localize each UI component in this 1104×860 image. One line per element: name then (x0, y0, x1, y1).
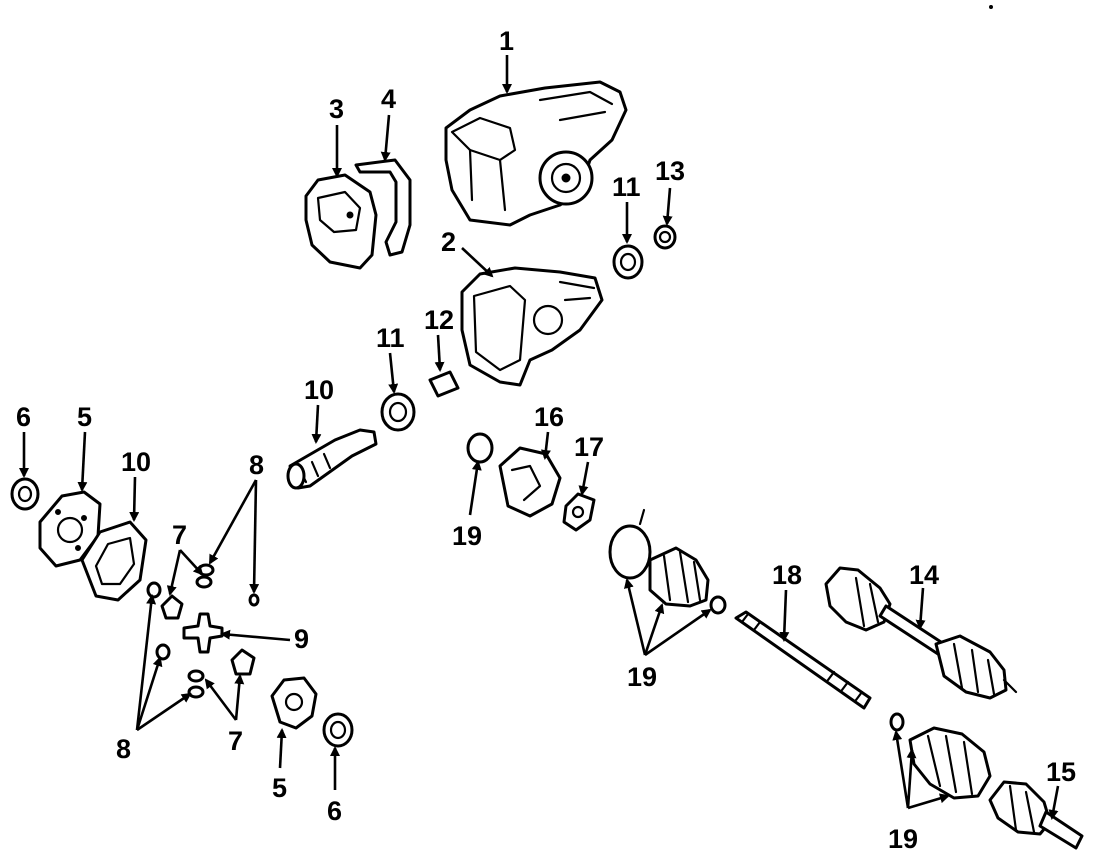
callout-labels: 1 2 3 4 11 13 11 12 10 6 5 10 8 7 9 8 7 … (16, 26, 1076, 854)
part-side-bearing-left (10, 477, 40, 511)
part-pinion-bearing-upper (612, 244, 644, 280)
callout-10-upper: 10 (304, 375, 334, 405)
callout-11-upper: 11 (612, 172, 641, 202)
callout-17: 17 (574, 432, 604, 462)
part-rear-cover (304, 173, 378, 270)
callout-19-lower: 19 (888, 824, 918, 854)
callout-18: 18 (772, 560, 802, 590)
speck-mark (989, 5, 993, 9)
callout-1: 1 (499, 26, 514, 56)
part-snap-ring-middle (466, 432, 494, 464)
callout-19-center: 19 (627, 662, 657, 692)
callout-14: 14 (909, 560, 939, 590)
part-differential-carrier (444, 80, 628, 227)
callout-8-lower: 8 (116, 734, 131, 764)
callout-15: 15 (1046, 757, 1076, 787)
part-cv-boot-inner (648, 546, 710, 608)
part-ring-gear (80, 520, 148, 602)
callout-9: 9 (294, 624, 309, 654)
part-side-bearing-right (322, 712, 354, 748)
callout-4: 4 (381, 84, 396, 114)
callout-3: 3 (329, 94, 344, 124)
callout-5-right: 5 (272, 773, 287, 803)
callout-6-left: 6 (16, 402, 31, 432)
part-cv-joint-housing (498, 446, 562, 518)
part-cover-gasket (354, 158, 412, 257)
part-bearing-middle (380, 392, 416, 432)
part-pinion-shaft (286, 428, 378, 490)
callout-2: 2 (441, 227, 456, 257)
callout-7-lower: 7 (228, 726, 243, 756)
callout-5-left: 5 (77, 402, 92, 432)
part-small-clamp (709, 595, 727, 615)
part-cv-boot-outer (908, 726, 992, 800)
part-intermediate-shaft (734, 610, 872, 710)
part-outer-cv-joint (988, 780, 1084, 850)
part-carrier-case (460, 266, 604, 387)
callout-8-upper: 8 (249, 450, 264, 480)
callout-13: 13 (655, 156, 685, 186)
part-half-shaft-assembly (824, 566, 1018, 700)
part-tripod-joint (562, 492, 596, 532)
callout-7-upper: 7 (172, 520, 187, 550)
callout-19-middle: 19 (452, 521, 482, 551)
callout-16: 16 (534, 402, 564, 432)
part-diff-case-left (38, 490, 102, 568)
part-boot-clamp-large (608, 524, 652, 580)
callout-12: 12 (424, 305, 454, 335)
callout-6-right: 6 (327, 796, 342, 826)
part-diff-case-right (270, 676, 318, 730)
leader-lines (19, 55, 1060, 820)
part-differential-cross (182, 612, 224, 654)
part-pinion-seal (653, 224, 677, 250)
callout-11-middle: 11 (376, 323, 405, 353)
part-boot-clamp-lower (889, 712, 905, 732)
part-spacer-sleeve (428, 370, 460, 398)
callout-10-left: 10 (121, 447, 151, 477)
part-pinion-gears (160, 594, 256, 676)
